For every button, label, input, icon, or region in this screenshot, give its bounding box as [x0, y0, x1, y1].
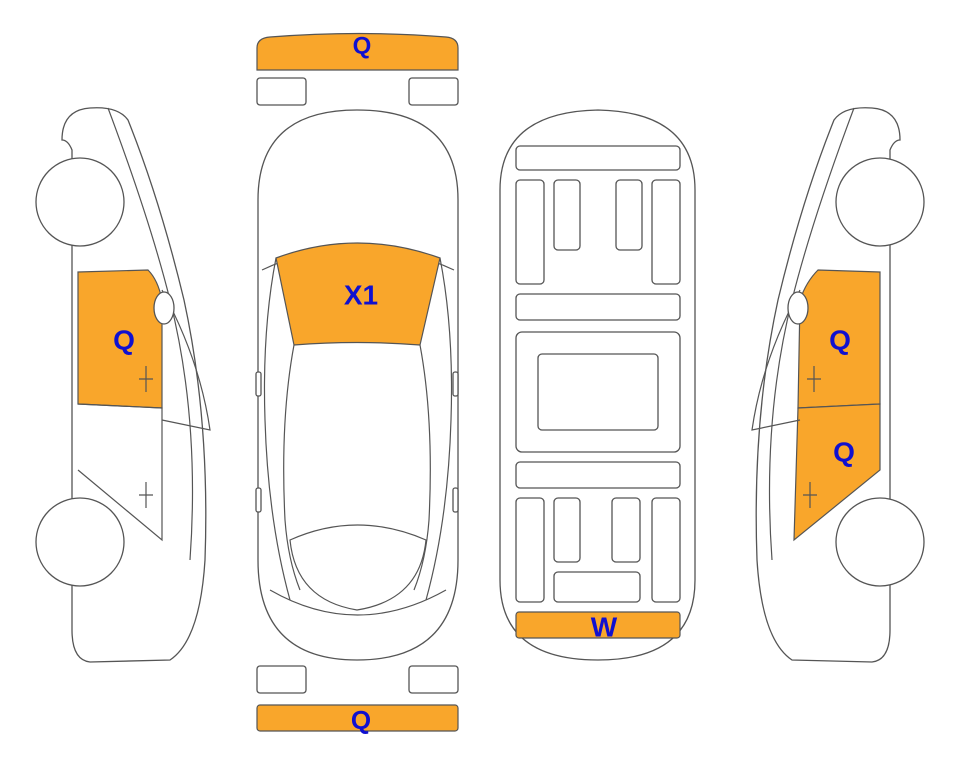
- underbody-rail-1: [515, 179, 545, 285]
- right-wheel-rear: [835, 497, 925, 587]
- rear-window: [289, 524, 427, 611]
- underbody-front-bar: [515, 145, 681, 171]
- underbody-view: [499, 109, 696, 661]
- left-side-view: [35, 107, 211, 663]
- underbody-center-plate: [537, 353, 659, 431]
- trunk-line: [269, 589, 447, 616]
- right-door-handle-2: [803, 482, 817, 508]
- right-mirror: [787, 291, 809, 325]
- rear-light-right: [408, 665, 459, 694]
- underbody-rail-8: [651, 497, 681, 603]
- right-rear-door-label: Q: [833, 437, 855, 468]
- top-right-side-curve: [425, 257, 453, 601]
- right-rear-door-panel[interactable]: [793, 403, 881, 542]
- underbody-rear-label: W: [591, 612, 618, 643]
- front-light-left: [256, 77, 307, 106]
- underbody-rail-6: [553, 497, 581, 563]
- top-view: [255, 32, 459, 732]
- front-bumper-panel[interactable]: [256, 32, 459, 71]
- left-door-handle-1: [139, 366, 153, 392]
- front-bumper-label: Q: [353, 33, 372, 60]
- right-front-door-label: Q: [829, 325, 851, 356]
- mirror-left-a: [255, 371, 262, 397]
- rear-bumper-label: Q: [351, 705, 371, 735]
- top-body-outline: [257, 109, 459, 661]
- underbody-rail-3: [615, 179, 643, 251]
- top-right-inner-curve: [413, 344, 431, 591]
- left-door-handle-2: [139, 482, 153, 508]
- left-door-lower: [77, 403, 163, 542]
- underbody-rear-block: [553, 571, 641, 603]
- right-side-view: [751, 107, 925, 663]
- underbody-rail-2: [553, 179, 581, 251]
- left-door-panel[interactable]: [77, 269, 163, 409]
- underbody-crossbar-2: [515, 461, 681, 489]
- front-light-right: [408, 77, 459, 106]
- right-door-handle-1: [807, 366, 821, 392]
- underbody-rear-panel[interactable]: [515, 611, 681, 639]
- windshield-label: X1: [344, 280, 378, 311]
- rear-bumper-panel[interactable]: [256, 704, 459, 732]
- mirror-right-b: [452, 487, 459, 513]
- right-wheel-front: [835, 157, 925, 247]
- left-side-door-label: Q: [113, 325, 135, 356]
- underbody-rail-7: [611, 497, 641, 563]
- underbody-rail-5: [515, 497, 545, 603]
- mirror-right-a: [452, 371, 459, 397]
- top-left-inner-curve: [283, 344, 301, 591]
- left-wheel-rear: [35, 497, 125, 587]
- underbody-crossbar-1: [515, 293, 681, 321]
- top-left-side-curve: [263, 257, 291, 601]
- rear-light-left: [256, 665, 307, 694]
- underbody-rail-4: [651, 179, 681, 285]
- right-front-door-panel[interactable]: [797, 269, 881, 409]
- left-wheel-front: [35, 157, 125, 247]
- left-mirror: [153, 291, 175, 325]
- mirror-left-b: [255, 487, 262, 513]
